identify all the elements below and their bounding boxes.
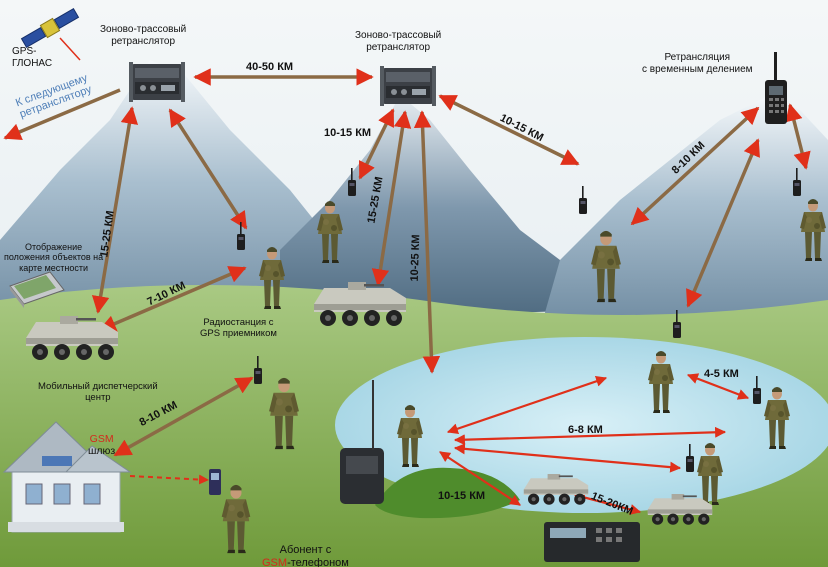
arrow-center-tdm [438,94,580,166]
portable-station-icon [340,380,384,504]
relay-unit-icon [380,66,436,106]
arrow-lake-upper [446,375,608,435]
gsm-gateway-gsm: GSM [89,433,114,445]
gsm-subscriber-gsm: GSM [262,556,288,567]
relay-tdm-line2: с временным делением [642,63,753,75]
arrow-tdm-soldier-right [785,103,811,170]
distance-lake-bottom: 10-15 КМ [438,490,486,502]
satellite-beam [59,37,81,61]
gps-radio-line2: GPS приемником [200,327,277,339]
laptop-map-icon [9,271,65,308]
gps-label-line1: GPS- [12,46,37,57]
relay-tdm-label: Ретрансляция с временным делением [642,52,753,75]
map-display-label: Отображение положения объектов на карте … [4,242,103,273]
map-display-line2: положения объектов на [4,252,104,263]
gsm-gateway-label: GSM шлюз [88,433,115,457]
arrow-gateway [113,376,254,457]
arrow-gsm-dashed [129,474,209,485]
arrow-lake-lower [453,443,682,473]
satellite-icon [20,7,80,49]
distance-center-soldier: 10-15 КМ [324,127,372,139]
map-display-line3: карте местности [19,262,89,273]
dispatch-line2: центр [85,391,111,403]
dispatch-label: Мобильный диспетчерский центр [38,381,158,404]
arrow-lake-mid [453,426,727,446]
relay-left-line1: Зоново-трассовый [100,24,187,35]
relay-center-line1: Зоново-трассовый [355,30,442,41]
arrow-center-vehicle [371,110,412,287]
relay-center-label: Зоново-трассовый ретранслятор [355,30,441,53]
gsm-subscriber-line1: Абонент с [279,544,332,556]
arrow-radio-dispatch [98,266,247,332]
arrow-lake-vehicles [573,492,642,515]
arrow-next-relay [3,88,121,141]
distance-lake-mid: 6-8 КМ [568,424,603,436]
gsm-subscriber-line2: -телефоном [287,556,349,567]
distance-relay-link: 40-50 КМ [246,61,294,73]
portable-station-icon [544,522,640,562]
link-arrows [3,68,811,457]
arrow-tdm-lake [686,138,760,308]
arrow-lake-bottom [439,451,521,506]
lake-arrows [439,373,750,515]
arrow-left-radio [168,108,248,230]
mobile-phone-icon [209,469,221,495]
relay-center-line2: ретранслятор [366,41,431,53]
gps-label: GPS- ГЛОНАС [12,46,52,69]
relay-left-line2: ретранслятор [111,35,176,47]
handheld-radio-icon [765,52,787,124]
relay-unit-icon [129,62,185,102]
distance-center-vertical2: 10-25 КМ [408,234,423,282]
gsm-subscriber-label: Абонент с GSM-телефоном [262,544,349,567]
relay-tdm-line1: Ретрансляция [664,52,731,63]
gps-radio-line1: Радиостанция с [203,317,274,328]
arrow-lake-right [686,373,750,400]
distance-lake-right: 4-5 КМ [704,368,739,380]
house-gateway-icon [2,421,132,533]
gps-label-line2: ГЛОНАС [12,57,53,69]
gsm-gateway-word: шлюз [88,445,116,458]
map-display-line1: Отображение [24,242,83,252]
dispatch-line1: Мобильный диспетчерский [38,381,158,392]
gps-radio-label: Радиостанция с GPS приемником [200,317,277,340]
arrow-center-lake [413,110,441,374]
relay-left-label: Зоново-трассовый ретранслятор [100,24,186,47]
